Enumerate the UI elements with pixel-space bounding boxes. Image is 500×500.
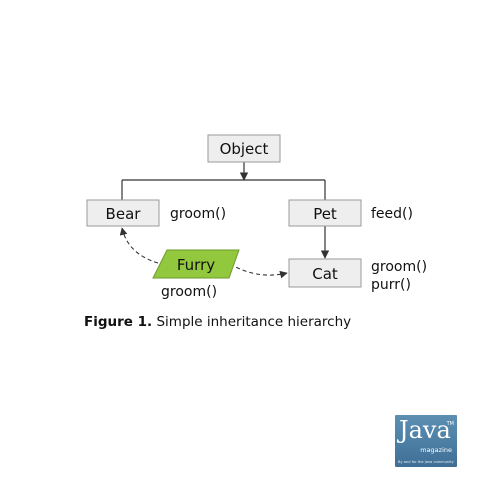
node-cat-label: Cat <box>312 265 338 283</box>
node-bear: Bear <box>86 199 160 227</box>
edge-furry-bear-dashed <box>119 227 159 264</box>
node-furry-label: Furry <box>177 256 215 274</box>
pet-method-feed: feed() <box>371 206 413 222</box>
node-object-label: Object <box>220 140 269 158</box>
node-object: Object <box>207 134 281 163</box>
node-furry-interface: Furry <box>152 249 240 279</box>
node-pet-label: Pet <box>313 205 337 223</box>
figure-caption-text: Simple inheritance hierarchy <box>156 314 352 330</box>
furry-method-groom: groom() <box>161 284 217 300</box>
logo-tagline: By and for the Java community <box>398 460 454 464</box>
cat-method-purr: purr() <box>371 277 411 293</box>
bear-method-groom: groom() <box>170 206 226 222</box>
cat-method-groom: groom() <box>371 259 427 275</box>
node-cat: Cat <box>288 258 362 288</box>
logo-word: Java <box>399 416 451 444</box>
node-pet: Pet <box>288 199 362 227</box>
logo-trademark: TM <box>446 421 454 427</box>
edge-furry-cat-dashed <box>229 263 288 279</box>
logo-subtitle: magazine <box>420 446 452 454</box>
java-magazine-logo: Java TM magazine By and for the Java com… <box>395 415 457 467</box>
figure-caption: Figure 1. Simple inheritance hierarchy <box>84 314 351 330</box>
figure-number: Figure 1. <box>84 314 153 330</box>
node-bear-label: Bear <box>106 205 142 223</box>
